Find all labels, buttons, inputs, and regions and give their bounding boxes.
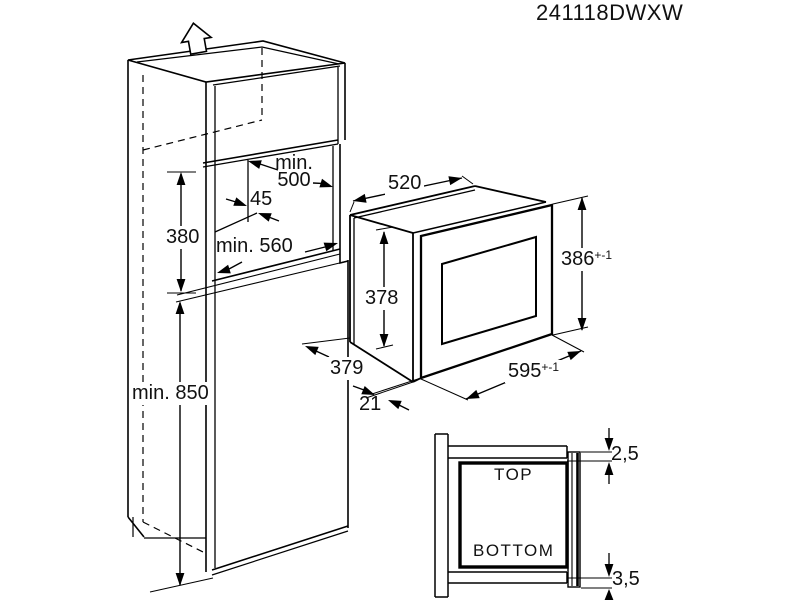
dim-niche-width-min: min. 560 [216, 235, 293, 257]
dim-oven-front-width: 595+-1 [505, 360, 563, 383]
section-bottom-label: BOTTOM [473, 541, 555, 560]
dim-oven-body-width: 520 [385, 172, 425, 195]
cabinet-hidden-edges [142, 48, 263, 553]
dim-niche-depth-min: min. 500 [258, 152, 330, 191]
dim-floor-clearance-min: min. 850 [129, 382, 212, 405]
up-arrow-icon [179, 22, 214, 56]
dim-oven-front-height: 386+-1 [558, 248, 616, 271]
dim-section-bottom-gap: 3,5 [612, 568, 640, 590]
dim-oven-body-height: 378 [362, 287, 402, 310]
dim-oven-front-width-value: 595 [508, 360, 542, 382]
dim-front-edge-distance: 45 [250, 188, 273, 210]
dim-section-top-gap: 2,5 [611, 443, 639, 465]
section-top-label: TOP [494, 465, 534, 484]
cabinet-dimension-arrows [167, 160, 338, 586]
dim-niche-depth-min-prefix: min. [275, 152, 313, 174]
model-code: 241118DWXW [536, 0, 684, 25]
dim-oven-front-height-value: 386 [561, 248, 595, 270]
section-drawing [434, 433, 581, 598]
dim-oven-door-overhang: 21 [359, 393, 382, 415]
section-dimension-arrows [567, 428, 614, 600]
oven-drawing [349, 185, 554, 383]
dim-oven-body-depth: 379 [327, 357, 367, 380]
dim-niche-height: 380 [163, 226, 203, 249]
dim-oven-front-width-tolerance: +-1 [541, 360, 560, 374]
dim-niche-depth-min-value: 500 [277, 169, 311, 191]
cabinet-drawing [127, 40, 349, 593]
dim-oven-front-height-tolerance: +-1 [594, 248, 613, 262]
